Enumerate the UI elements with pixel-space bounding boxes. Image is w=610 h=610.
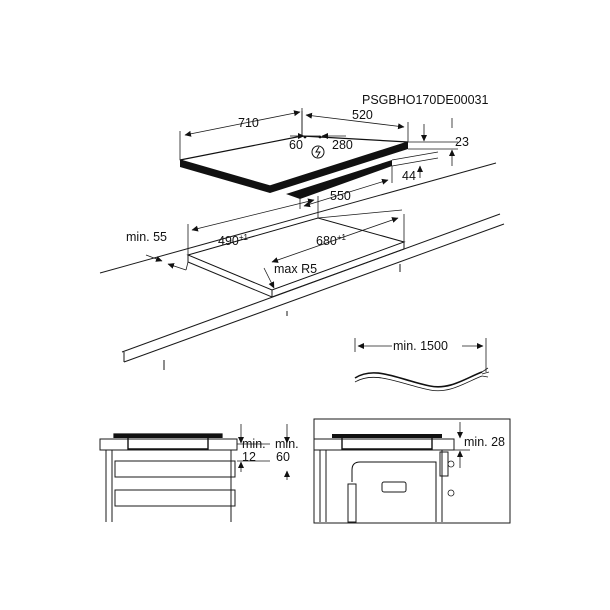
- dim-710-label: 710: [238, 116, 259, 130]
- dim-60-label: 60: [289, 138, 303, 152]
- section-left-min-value-b: 60: [276, 450, 290, 464]
- dim-490-label: 490+1: [218, 233, 249, 248]
- dim-550-label: 550: [330, 189, 351, 203]
- dim-490-tolerance: +1: [239, 233, 249, 242]
- corner-radius-callout: [263, 267, 275, 289]
- section-right: [313, 418, 511, 524]
- diagram-code: PSGBHO170DE00031: [362, 93, 489, 107]
- dim-min-55-label: min. 55: [126, 230, 167, 244]
- section-right-min-label: min. 28: [464, 435, 505, 449]
- dim-23-label: 23: [455, 135, 469, 149]
- section-left-min-value-a: 12: [242, 450, 256, 464]
- dimension-min-55: [145, 254, 189, 271]
- inner-dim-point-left: [303, 135, 307, 139]
- cable-drawing: [354, 338, 490, 392]
- oven-outline: [351, 461, 437, 522]
- section-left: [99, 424, 290, 522]
- dim-680-label: 680+1: [316, 233, 347, 248]
- power-connection-icon: [311, 145, 325, 159]
- cable-min-length-label: min. 1500: [393, 339, 448, 353]
- dim-680-tolerance: +1: [337, 233, 347, 242]
- power-cable: [354, 371, 483, 388]
- dim-520-label: 520: [352, 108, 373, 122]
- dimension-490: [187, 196, 319, 255]
- dim-44-label: 44: [402, 169, 416, 183]
- section-left-min-label-b: min.: [275, 437, 299, 451]
- dimension-23: [408, 118, 458, 166]
- dimension-44: [391, 151, 439, 178]
- dimension-520: [301, 111, 409, 142]
- dim-490-value: 490: [218, 234, 239, 248]
- dim-680-value: 680: [316, 234, 337, 248]
- corner-radius-label: max R5: [274, 262, 317, 276]
- section-left-min-label-a: min.: [242, 437, 266, 451]
- dimension-680: [271, 209, 405, 263]
- hob-front-edge: [180, 160, 270, 193]
- dim-280-label: 280: [332, 138, 353, 152]
